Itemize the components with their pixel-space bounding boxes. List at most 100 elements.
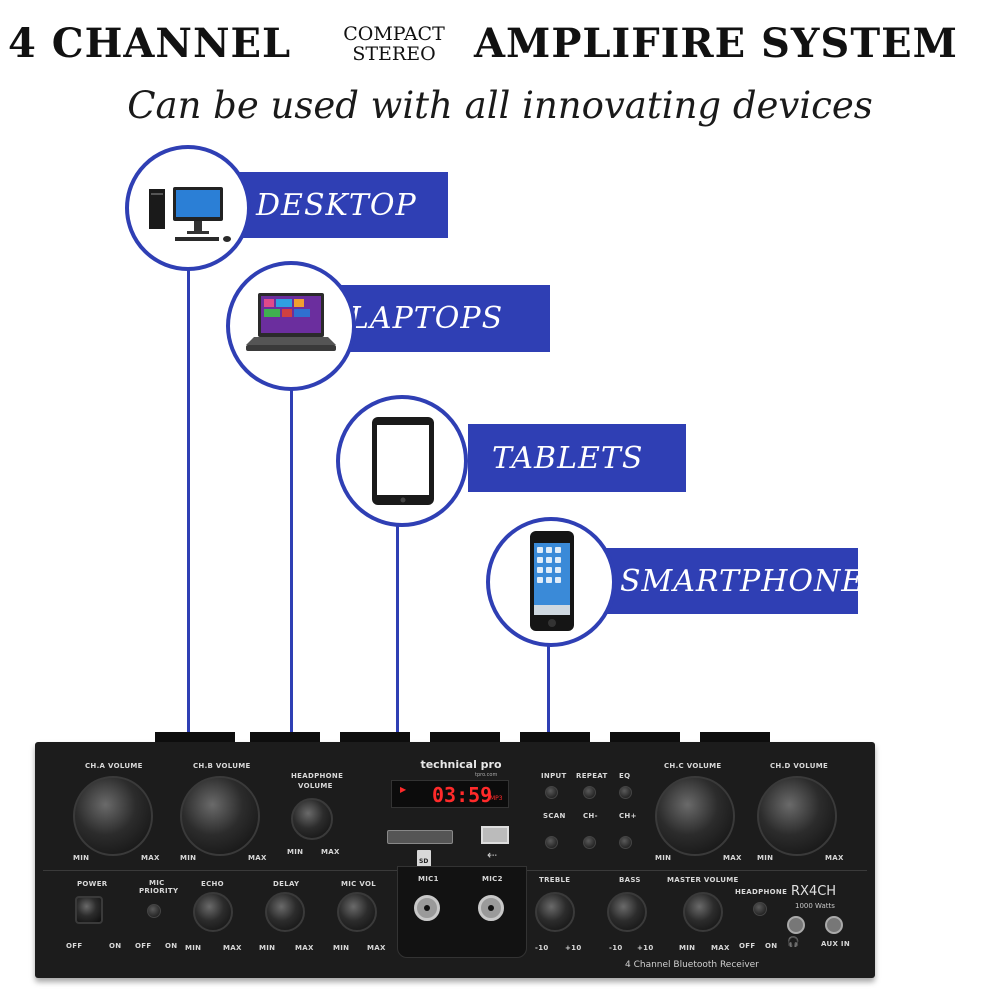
desktop-computer-icon (149, 187, 231, 242)
delay-max-label: MAX (295, 944, 314, 952)
master-max-label: MAX (711, 944, 730, 952)
treble-plus10-label: +10 (565, 944, 582, 952)
repeat-button[interactable] (583, 786, 596, 799)
eq-button[interactable] (619, 786, 632, 799)
ch-minus-button[interactable] (583, 836, 596, 849)
sd-label: SD (419, 858, 429, 865)
play-indicator-icon: ▶ (400, 785, 407, 794)
echo-knob[interactable] (193, 892, 233, 932)
master-min-label: MIN (679, 944, 696, 952)
eq-label: EQ (619, 772, 631, 780)
ch-plus-button[interactable] (619, 836, 632, 849)
led-display: ▶ 03:59 MP3 (391, 780, 509, 808)
mic-input-panel: MIC1 MIC2 (397, 866, 527, 958)
ch-a-max-label: MAX (141, 854, 160, 862)
headphone-button[interactable] (753, 902, 767, 916)
amp-vent (430, 732, 500, 742)
title-small-bottom: STEREO (352, 43, 436, 65)
brand-logo: technical pro (420, 758, 502, 771)
desktop-circle (125, 145, 251, 271)
ch-b-volume-label: CH.B VOLUME (193, 762, 251, 770)
display-tag: MP3 (490, 795, 503, 802)
ch-a-min-label: MIN (73, 854, 90, 862)
mic2-label: MIC2 (482, 875, 503, 883)
amplifier-front-panel: CH.A VOLUME CH.B VOLUME HEADPHONE VOLUME… (35, 742, 875, 978)
smartphone-icon (530, 531, 574, 631)
mic1-label: MIC1 (418, 875, 439, 883)
title-left: 4 CHANNEL (8, 20, 292, 67)
treble-minus10-label: -10 (535, 944, 549, 952)
desktop-connector-line (187, 240, 190, 740)
repeat-label: REPEAT (576, 772, 608, 780)
ch-d-volume-knob[interactable] (757, 776, 837, 856)
amp-vent (340, 732, 410, 742)
power-on-label: ON (109, 942, 122, 950)
mic2-jack[interactable] (478, 895, 504, 921)
echo-min-label: MIN (185, 944, 202, 952)
mic1-jack[interactable] (414, 895, 440, 921)
ch-b-min-label: MIN (180, 854, 197, 862)
ch-d-volume-label: CH.D VOLUME (770, 762, 829, 770)
headphone-on-label: ON (765, 942, 778, 950)
ch-b-max-label: MAX (248, 854, 267, 862)
smartphone-label: SMARTPHONE (596, 548, 863, 614)
laptop-circle (226, 261, 356, 391)
delay-knob[interactable] (265, 892, 305, 932)
headphone-label: HEADPHONE (735, 888, 788, 896)
ch-a-volume-label: CH.A VOLUME (85, 762, 143, 770)
treble-knob[interactable] (535, 892, 575, 932)
usb-port[interactable] (481, 826, 509, 844)
ch-b-volume-knob[interactable] (180, 776, 260, 856)
laptop-icon (246, 293, 336, 351)
tablet-connector-line (396, 515, 399, 740)
hp-min-label: MIN (287, 848, 304, 856)
bass-minus10-label: -10 (609, 944, 623, 952)
mic-priority-label-2: PRIORITY (139, 887, 179, 895)
ch-minus-label: CH- (583, 812, 598, 820)
echo-label: ECHO (201, 880, 224, 888)
smartphone-connector-line (547, 636, 550, 740)
amp-vent (700, 732, 770, 742)
mic-vol-min-label: MIN (333, 944, 350, 952)
headphone-jack[interactable] (787, 916, 805, 934)
headphone-off-label: OFF (739, 942, 756, 950)
ch-c-min-label: MIN (655, 854, 672, 862)
aux-in-label: AUX IN (821, 940, 850, 948)
ch-d-min-label: MIN (757, 854, 774, 862)
laptop-connector-line (290, 372, 293, 740)
ch-a-volume-knob[interactable] (73, 776, 153, 856)
input-button[interactable] (545, 786, 558, 799)
master-volume-label: MASTER VOLUME (667, 876, 739, 884)
brand-url: tpro.com (475, 772, 498, 778)
usb-icon: ⇠ (487, 848, 498, 862)
master-volume-knob[interactable] (683, 892, 723, 932)
headphone-volume-knob[interactable] (291, 798, 333, 840)
hp-max-label: MAX (321, 848, 340, 856)
scan-button[interactable] (545, 836, 558, 849)
headphone-volume-label-2: VOLUME (298, 782, 333, 790)
model-number: RX4CH (791, 884, 837, 899)
ch-c-volume-knob[interactable] (655, 776, 735, 856)
tablet-circle (336, 395, 468, 527)
aux-in-jack[interactable] (825, 916, 843, 934)
mic-vol-label: MIC VOL (341, 880, 376, 888)
sd-card-icon: SD (417, 850, 431, 868)
sd-card-slot[interactable] (387, 830, 453, 844)
mic-vol-max-label: MAX (367, 944, 386, 952)
mic-priority-button[interactable] (147, 904, 161, 918)
mic-vol-knob[interactable] (337, 892, 377, 932)
power-button[interactable] (75, 896, 103, 924)
bass-knob[interactable] (607, 892, 647, 932)
bass-label: BASS (619, 876, 641, 884)
amp-vent (155, 732, 235, 742)
input-label: INPUT (541, 772, 567, 780)
ch-c-max-label: MAX (723, 854, 742, 862)
mic-priority-label-1: MIC (149, 879, 165, 887)
delay-label: DELAY (273, 880, 300, 888)
display-time: 03:59 (432, 783, 493, 807)
ch-c-volume-label: CH.C VOLUME (664, 762, 722, 770)
power-label: POWER (77, 880, 108, 888)
subtitle: Can be used with all innovating devices (127, 84, 873, 127)
amp-vent (520, 732, 590, 742)
delay-min-label: MIN (259, 944, 276, 952)
